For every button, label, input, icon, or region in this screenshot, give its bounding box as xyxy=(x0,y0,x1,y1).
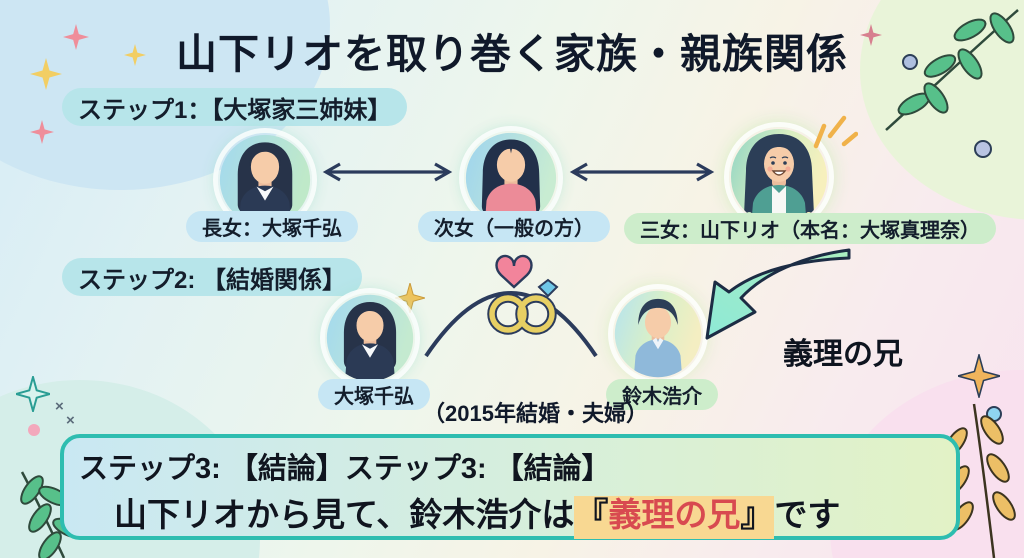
bracket-open: 『 xyxy=(575,496,609,533)
double-arrow xyxy=(322,162,453,182)
leaf-branch-icon xyxy=(944,403,1016,558)
sparkle-icon xyxy=(395,283,425,313)
sparkle-icon xyxy=(30,120,54,144)
conclusion-suffix: です xyxy=(774,496,841,533)
avatar-second-daughter xyxy=(464,131,558,225)
label-second-daughter: 次女（一般の方） xyxy=(418,211,610,242)
sparkle-icon xyxy=(16,376,50,412)
sparkle-icon xyxy=(30,58,62,90)
second-daughter-text: 次女（一般の方） xyxy=(434,218,594,240)
circle-decoration xyxy=(902,54,918,70)
step1-label: ステップ1：【大塚家三姉妹】 xyxy=(78,96,392,124)
conclusion-box: ステップ3: 【結論】ステップ3: 【結論】 山下リオから見て、鈴木浩介は『義理… xyxy=(60,434,960,540)
sparkle-icon xyxy=(860,24,882,46)
avatar-suzuki-kosuke xyxy=(613,289,703,379)
step2-badge: ステップ2: 【結婚関係】 xyxy=(62,258,363,296)
husband-text: 鈴木浩介 xyxy=(622,386,702,408)
bracket-close: 』 xyxy=(740,496,774,533)
step1-badge: ステップ1：【大塚家三姉妹】 xyxy=(62,88,408,126)
label-husband: 鈴木浩介 xyxy=(606,379,718,410)
eldest-daughter-text: 長女：大塚千弘 xyxy=(202,218,342,240)
emphasis-lines-icon xyxy=(813,115,858,149)
conclusion-prefix: 山下リオから見て、鈴木浩介は xyxy=(114,496,575,533)
sparkle-icon xyxy=(63,24,89,50)
step2-label: ステップ2: 【結婚関係】 xyxy=(78,266,347,294)
highlight-word: 義理の兄 xyxy=(608,496,741,533)
sparkle-icon xyxy=(958,354,1000,398)
conclusion-highlight: 『義理の兄』 xyxy=(574,496,775,539)
relation-arrow xyxy=(705,248,851,340)
label-wife: 大塚千弘 xyxy=(318,379,430,410)
avatar-otsuka-chihiro-wife xyxy=(325,293,415,383)
conclusion-sentence: 山下リオから見て、鈴木浩介は『義理の兄』です xyxy=(114,488,956,539)
wedding-rings-icon xyxy=(487,254,559,335)
circle-decoration xyxy=(974,140,992,158)
label-third-daughter: 三女：山下リオ（本名：大塚真理奈） xyxy=(624,213,996,244)
wife-text: 大塚千弘 xyxy=(334,386,414,408)
sparkle-icon xyxy=(124,44,146,66)
marriage-note: （2015年結婚・夫婦） xyxy=(423,401,648,426)
page-title: 山下リオを取り巻く家族・親族関係 xyxy=(176,31,848,77)
relation-label: 義理の兄 xyxy=(783,338,903,371)
marriage-arc xyxy=(424,291,598,358)
double-arrow xyxy=(569,162,715,182)
third-daughter-text: 三女：山下リオ（本名：大塚真理奈） xyxy=(640,220,980,242)
circle-decoration xyxy=(28,424,40,436)
leaf-branch-icon xyxy=(885,9,1019,131)
conclusion-step-label: ステップ3: 【結論】ステップ3: 【結論】 xyxy=(79,453,611,485)
x-decoration: × xyxy=(66,412,75,429)
label-eldest-daughter: 長女：大塚千弘 xyxy=(186,211,358,242)
x-decoration: × xyxy=(55,398,64,415)
